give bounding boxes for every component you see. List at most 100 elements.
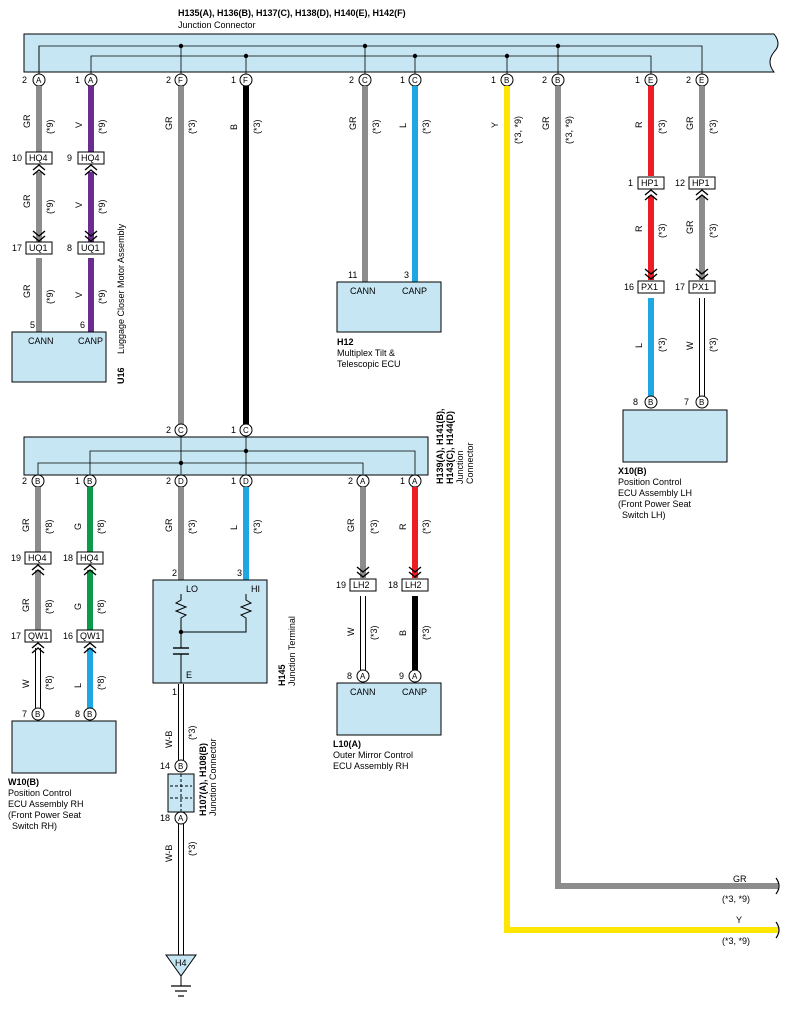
svg-text:H143(C), H144(D): H143(C), H144(D) (445, 411, 455, 484)
svg-text:1: 1 (75, 476, 80, 486)
svg-text:GR: GR (346, 518, 356, 532)
svg-text:ECU Assembly RH: ECU Assembly RH (333, 761, 409, 771)
svg-text:8: 8 (633, 397, 638, 407)
svg-text:CANN: CANN (350, 286, 376, 296)
svg-text:A: A (178, 814, 184, 823)
svg-text:CANN: CANN (28, 336, 54, 346)
svg-text:CANN: CANN (350, 687, 376, 697)
svg-text:(*3): (*3) (657, 337, 667, 352)
top-pin-b1: B1 (491, 73, 514, 87)
svg-text:HQ4: HQ4 (81, 153, 100, 163)
svg-text:12: 12 (675, 178, 685, 188)
svg-text:Junction: Junction (455, 450, 465, 484)
svg-text:V: V (74, 202, 84, 208)
svg-text:A: A (412, 672, 418, 681)
svg-text:A: A (360, 672, 366, 681)
svg-text:A: A (88, 76, 94, 85)
inline-connectors-top: HQ4 10 HQ4 9 UQ1 17 UQ1 8 HP1 1 HP1 12 (12, 151, 716, 294)
svg-text:HQ4: HQ4 (28, 553, 47, 563)
w10-component: B 7 B 8 W10(B) Position Control ECU Asse… (8, 707, 117, 831)
svg-text:CANP: CANP (402, 687, 427, 697)
gr-output-color: GR (733, 874, 747, 884)
mid-bot-pin-d2: D2 (166, 474, 188, 488)
svg-text:LH2: LH2 (405, 580, 422, 590)
h12-name-1: Multiplex Tilt & (337, 348, 395, 358)
svg-text:14: 14 (160, 761, 170, 771)
mid-junction-connector: C2 C1 B2 B1 D2 D1 A2 A1 H139(A), H141(B)… (22, 408, 475, 488)
svg-text:ECU Assembly RH: ECU Assembly RH (8, 799, 84, 809)
h145-name: Junction Terminal (287, 616, 297, 686)
svg-text:1: 1 (172, 687, 177, 697)
svg-text:1: 1 (491, 75, 496, 85)
h12-code: H12 (337, 337, 354, 347)
mid-bot-pin-b2: B2 (22, 474, 45, 488)
svg-text:Outer Mirror Control: Outer Mirror Control (333, 750, 413, 760)
uq1-connector: UQ1 17 UQ1 8 (12, 230, 105, 255)
svg-text:5: 5 (30, 320, 35, 330)
svg-text:1: 1 (75, 75, 80, 85)
svg-text:C: C (412, 76, 418, 85)
svg-text:A: A (36, 76, 42, 85)
x10-component: B 8 B 7 X10(B) Position Control ECU Asse… (618, 395, 728, 520)
svg-text:9: 9 (67, 153, 72, 163)
svg-text:18: 18 (160, 813, 170, 823)
svg-text:19: 19 (336, 580, 346, 590)
svg-text:8: 8 (75, 709, 80, 719)
svg-text:(*3): (*3) (252, 119, 262, 134)
svg-text:Y: Y (490, 122, 500, 128)
svg-text:18: 18 (63, 553, 73, 563)
mid-bot-pin-a1: A1 (400, 474, 422, 488)
svg-text:6: 6 (80, 320, 85, 330)
svg-text:(*9): (*9) (45, 119, 55, 134)
svg-text:GR: GR (541, 116, 551, 130)
h107-name: Junction Connector (208, 738, 218, 816)
svg-text:PX1: PX1 (692, 282, 709, 292)
svg-text:GR: GR (22, 284, 32, 298)
svg-text:(*8): (*8) (44, 599, 54, 614)
svg-text:F: F (178, 76, 183, 85)
svg-text:B: B (504, 76, 509, 85)
svg-text:(*8): (*8) (96, 599, 106, 614)
mid-bot-pin-d1: D1 (231, 474, 253, 488)
svg-text:W: W (21, 679, 31, 688)
svg-text:D: D (178, 477, 184, 486)
svg-text:(*3): (*3) (708, 119, 718, 134)
svg-text:11: 11 (348, 270, 357, 280)
svg-text:17: 17 (12, 243, 22, 253)
top-pin-a2: A2 (22, 73, 46, 87)
svg-text:Connector: Connector (465, 442, 475, 484)
svg-text:B: B (398, 630, 408, 636)
svg-text:2: 2 (348, 476, 353, 486)
svg-text:16: 16 (624, 282, 634, 292)
svg-text:(*8): (*8) (44, 519, 54, 534)
h107-code: H107(A), H108(B) (198, 743, 208, 816)
svg-text:(*3): (*3) (708, 337, 718, 352)
svg-text:(*9): (*9) (45, 289, 55, 304)
top-pins: A2 A1 F2 F1 C2 C1 B1 B2 E1 E2 (22, 73, 709, 87)
px1-connector: PX1 16 PX1 17 (624, 268, 716, 294)
ground-code: H4 (175, 958, 187, 968)
svg-text:1: 1 (231, 425, 236, 435)
inline-connectors-mid: HQ4 19 HQ4 18 QW1 17 QW1 16 LH2 19 LH2 (11, 551, 429, 654)
svg-text:1: 1 (231, 476, 236, 486)
svg-text:(*3): (*3) (187, 841, 197, 856)
w10-code: W10(B) (8, 777, 39, 787)
svg-text:(*8): (*8) (96, 519, 106, 534)
u16-name: Luggage Closer Motor Assembly (116, 223, 126, 354)
y-output-note: (*3, *9) (722, 936, 750, 946)
gr-output-note: (*3, *9) (722, 894, 750, 904)
mid-top-pin-c1: C1 (231, 423, 253, 437)
svg-text:(*3): (*3) (421, 625, 431, 640)
svg-text:Position Control: Position Control (618, 477, 682, 487)
svg-text:GR: GR (21, 518, 31, 532)
u16-code: U16 (116, 367, 126, 384)
top-pin-c1: C1 (400, 73, 422, 87)
top-pin-f2: F2 (166, 73, 188, 87)
svg-text:17: 17 (11, 631, 21, 641)
svg-text:(*3): (*3) (657, 223, 667, 238)
h12-name-2: Telescopic ECU (337, 359, 401, 369)
l10-component: A 8 A 9 CANN CANP L10(A) Outer Mirror Co… (333, 669, 442, 771)
svg-text:G: G (73, 603, 83, 610)
top-pin-f1: F1 (231, 73, 253, 87)
